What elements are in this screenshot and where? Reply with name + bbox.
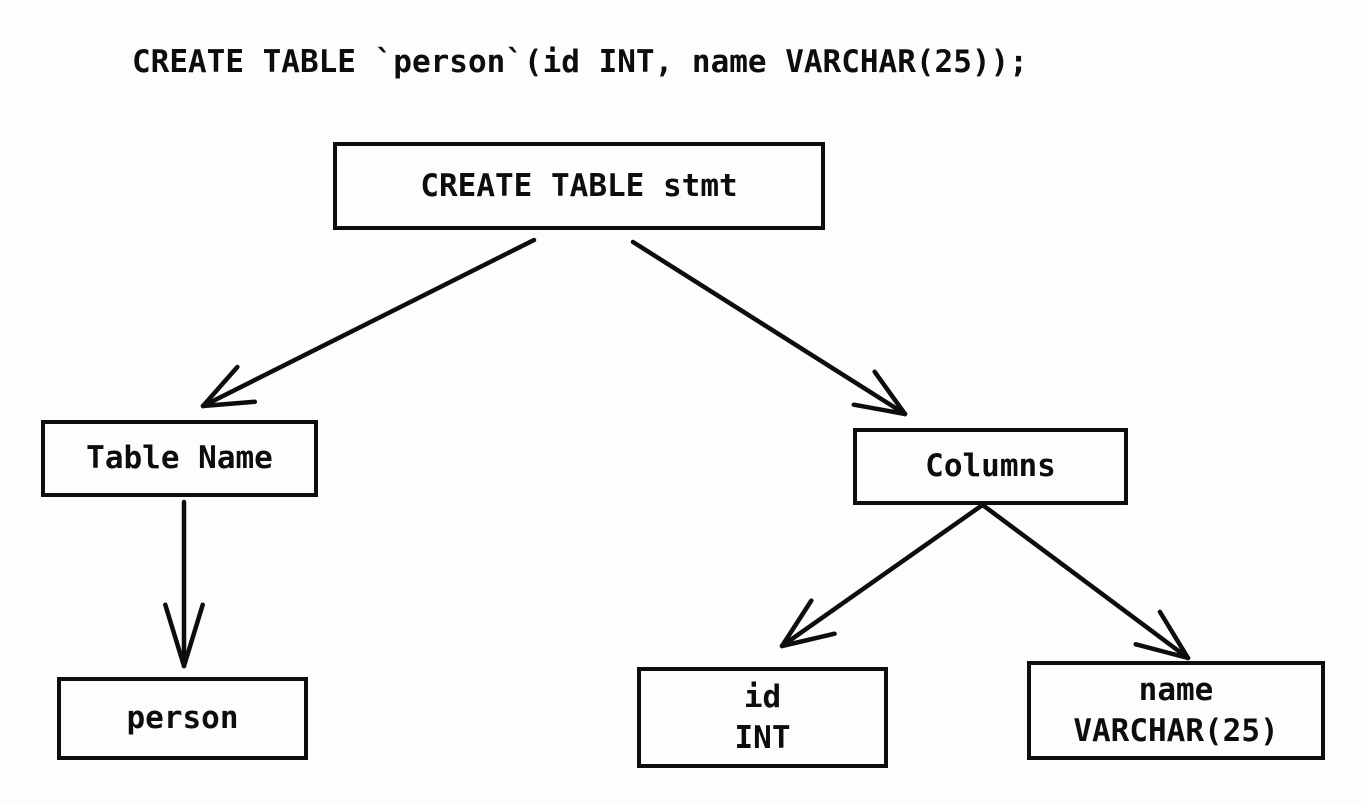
node-label-line2: VARCHAR(25): [1073, 712, 1279, 749]
node-label-line1: id: [743, 678, 782, 715]
node-label-line1: name: [1138, 671, 1214, 708]
edge-arrow-columns-to-id_col: [779, 503, 984, 649]
node-name-varchar: name VARCHAR(25): [1027, 661, 1325, 760]
node-id-int: id INT: [637, 667, 888, 768]
node-label-line2: INT: [734, 719, 791, 756]
node-label: Table Name: [86, 440, 273, 477]
node-person: person: [57, 677, 308, 760]
node-table-name: Table Name: [41, 420, 318, 497]
edge-arrow-stmt-to-table_name: [200, 237, 537, 409]
sql-statement-text: CREATE TABLE `person`(id INT, name VARCH…: [132, 44, 1028, 80]
node-label: CREATE TABLE stmt: [420, 167, 738, 204]
node-columns: Columns: [853, 428, 1128, 505]
edge-arrow-columns-to-name_col: [981, 503, 1191, 661]
node-create-table-stmt: CREATE TABLE stmt: [333, 142, 825, 230]
node-label: Columns: [925, 448, 1056, 485]
node-label: person: [126, 700, 239, 737]
edge-arrow-table_name-to-person: [163, 499, 205, 669]
edge-arrow-stmt-to-columns: [630, 239, 908, 417]
